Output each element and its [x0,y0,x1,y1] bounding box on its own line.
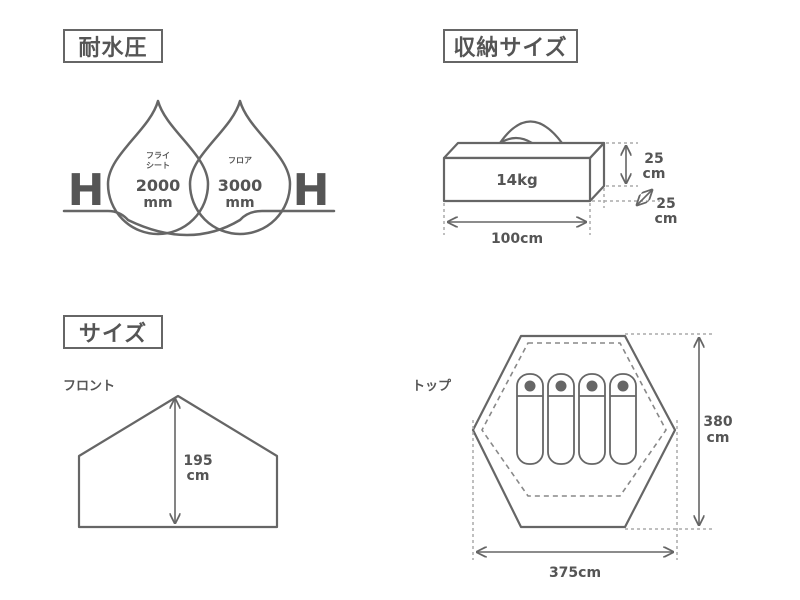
fly-drop-icon [106,99,210,236]
top-depth-value: 380 [703,414,732,430]
ground-line [62,209,336,237]
fly-unit: mm [143,195,172,211]
bag-depth-unit: cm [655,211,678,227]
bag-handle-back [499,120,563,144]
tent-top-outline [471,334,677,529]
floor-value: 3000 [218,176,263,195]
bag-front-face [442,156,592,203]
section-label-size: サイズ [63,315,163,349]
fly-label-line1: フライ [146,151,170,160]
bag-length: 100cm [491,231,543,247]
top-width-value: 375cm [549,565,601,581]
inner-floor-outline [481,342,667,497]
water-resistance-diagram [62,99,336,237]
depth-arrow [637,190,652,205]
bag-height-unit: cm [643,166,666,182]
bag-depth-value: 25 [656,196,675,212]
h-letter-left: H [68,165,105,216]
storage-bag-diagram [442,120,606,203]
top-depth-unit: cm [707,430,730,446]
bag-weight: 14kg [496,171,538,189]
bag-side-face [589,141,606,202]
front-view-label: フロント [63,379,116,394]
tent-front-outline [77,394,279,529]
front-height-value: 195 [183,453,212,469]
fly-label-line2: シート [146,161,170,170]
front-height-unit: cm [187,468,210,484]
sleeping-bags [516,373,637,465]
front-view-diagram [77,394,279,529]
top-view-diagram [471,334,677,529]
bag-top-face [442,141,606,160]
top-dimension-guides [472,333,714,560]
section-label-storage-size: 収納サイズ [443,29,578,63]
fly-value: 2000 [136,176,181,195]
floor-drop-icon [188,99,292,236]
h-letter-right: H [293,165,330,216]
floor-unit: mm [225,195,254,211]
bag-height-value: 25 [644,151,663,167]
floor-label: フロア [228,156,252,165]
section-label-water-resistance: 耐水圧 [63,29,163,63]
top-view-label: トップ [412,379,452,394]
sleeping-bag-heads [524,380,629,392]
